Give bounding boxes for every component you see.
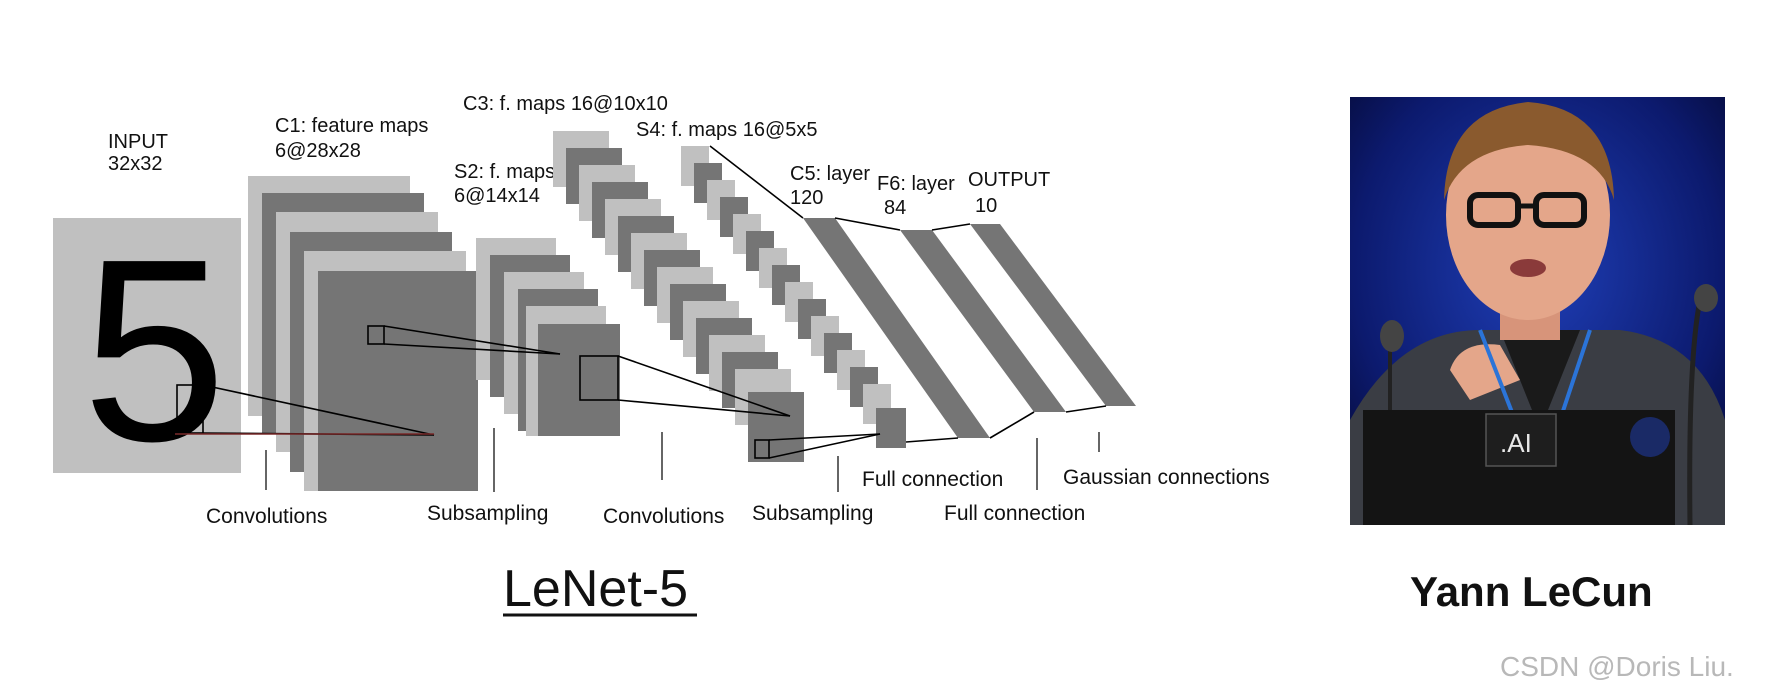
c1-label: C1: feature maps [275,115,428,137]
op-subsampling-2: Subsampling [752,502,873,525]
s4-label: S4: f. maps 16@5x5 [636,119,818,141]
s2-layer: S2: f. maps 6@14x14 [454,161,620,436]
op-full-connection-1: Full connection [862,468,1003,491]
c1-size: 6@28x28 [275,140,361,162]
c5-layer: C5: layer 120 [790,163,990,438]
c3-label: C3: f. maps 16@10x10 [463,93,668,115]
op-convolutions-1: Convolutions [206,505,327,528]
c5-size: 120 [790,187,823,209]
watermark: CSDN @Doris Liu. [1500,651,1734,682]
output-label: OUTPUT [968,169,1050,191]
input-size: 32x32 [108,153,163,175]
op-gaussian-connections: Gaussian connections [1063,466,1270,489]
c3-layer: C3: f. maps 16@10x10 [463,93,804,462]
laptop-logo: .AI [1500,428,1532,458]
input-digit: 5 [82,206,227,496]
op-full-connection-2: Full connection [944,502,1085,525]
output-size: 10 [975,195,997,217]
f6-layer: F6: layer 84 [877,173,1066,412]
op-subsampling-1: Subsampling [427,502,548,525]
portrait-photo: .AI [1350,97,1725,525]
c5-label: C5: layer [790,163,870,185]
input-layer: 5 INPUT 32x32 [53,131,241,496]
c1-layer: C1: feature maps 6@28x28 [248,115,478,491]
f6-label: F6: layer [877,173,955,195]
person-name: Yann LeCun [1410,568,1653,615]
output-layer: OUTPUT 10 [968,169,1136,406]
laptop-sticker-icon [1630,417,1670,457]
s4-layer: S4: f. maps 16@5x5 [636,119,906,448]
operation-ticks [265,428,1100,492]
op-convolutions-2: Convolutions [603,505,724,528]
connection-lines [175,145,1107,459]
s2-size: 6@14x14 [454,185,540,207]
f6-size: 84 [884,197,906,219]
input-label: INPUT [108,131,168,153]
diagram-title: LeNet-5 [503,560,688,618]
s2-label: S2: f. maps [454,161,555,183]
